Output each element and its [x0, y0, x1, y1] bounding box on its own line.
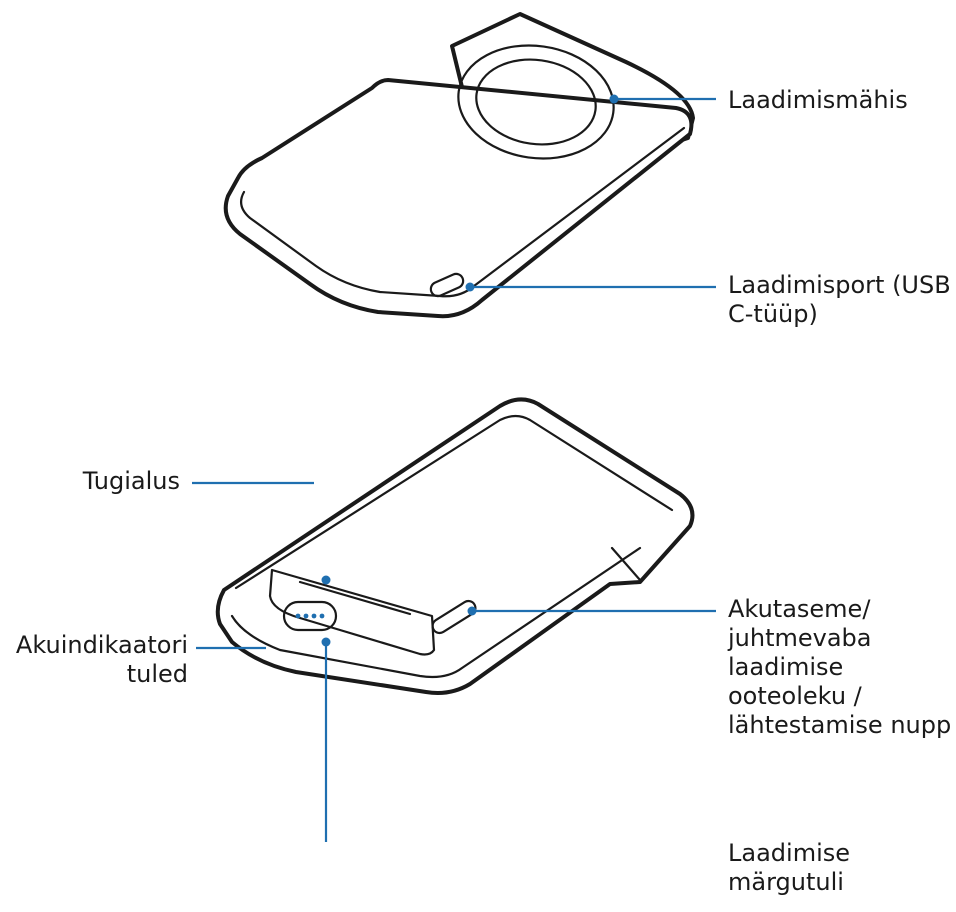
battery-led-2 — [303, 613, 309, 619]
back-body — [215, 397, 695, 695]
battery-led-3 — [311, 613, 317, 619]
anchor-battery-button — [467, 606, 477, 616]
battery-led-1 — [295, 613, 301, 619]
label-charging-port: Laadimisport (USB C-tüüp) — [728, 271, 951, 328]
usb-c-port — [429, 272, 465, 298]
battery-led-4 — [319, 613, 325, 619]
back-face-rim — [234, 414, 674, 590]
back-bevel — [230, 546, 642, 679]
front-bevel — [239, 126, 686, 298]
charging-coil-inner — [475, 58, 597, 146]
device-back-view — [215, 397, 695, 695]
label-stand: Tugialus — [82, 467, 180, 495]
anchor-charging-port — [465, 282, 475, 292]
anchor-charging-coil — [609, 94, 619, 104]
label-battery-button: Akutaseme/ juhtmevaba laadimise ooteolek… — [728, 595, 952, 739]
front-body — [223, 78, 694, 319]
label-battery-indicator-lights: Akuindikaatori tuled — [15, 631, 188, 688]
anchor-stand — [321, 575, 331, 585]
device-front-view — [223, 12, 695, 319]
leader-lines — [192, 94, 716, 842]
charging-coil-outer — [457, 44, 615, 160]
battery-led-housing — [282, 600, 338, 632]
label-charging-coil: Laadimismähis — [728, 86, 908, 114]
side-button — [431, 599, 477, 635]
kickstand — [268, 568, 436, 656]
anchor-charging-indicator — [321, 637, 331, 647]
side-step — [610, 546, 642, 582]
kickstand-hinge — [298, 580, 412, 616]
label-charging-indicator: Laadimise märgutuli — [728, 839, 851, 896]
